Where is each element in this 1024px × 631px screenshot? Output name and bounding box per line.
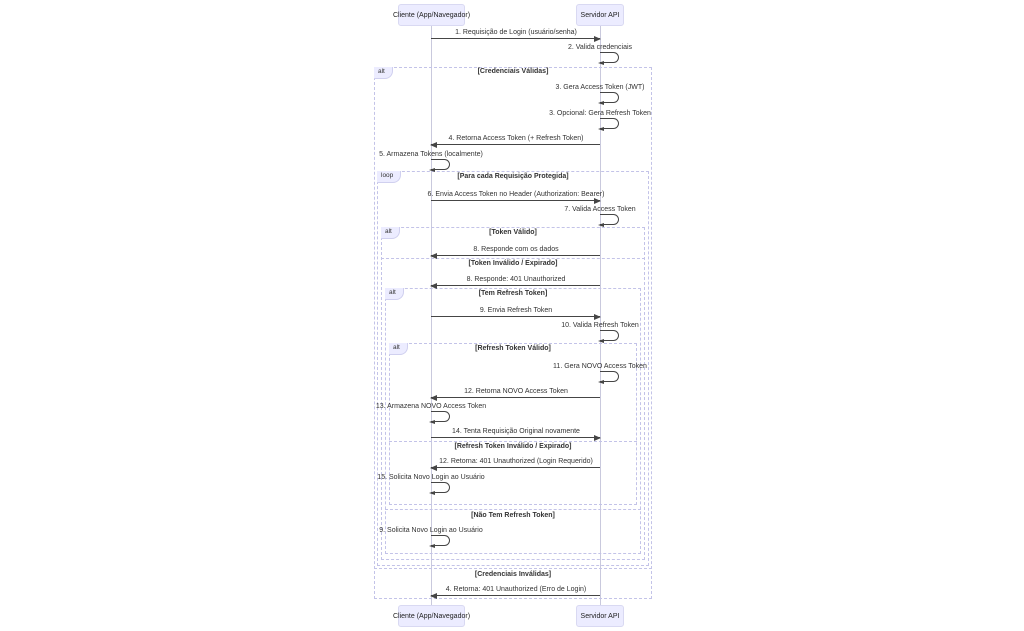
message-text: 8. Responde com os dados bbox=[473, 246, 559, 253]
message-text: 12. Retorna NOVO Access Token bbox=[464, 388, 568, 395]
self-message-loop bbox=[598, 118, 619, 131]
frame-alt-tem-refresh bbox=[385, 288, 641, 554]
frame-alt-tem-refresh-tab: alt bbox=[385, 288, 404, 300]
message-text: 1. Requisição de Login (usuário/senha) bbox=[455, 29, 577, 36]
participant-cliente-label: Cliente (App/Navegador) bbox=[392, 612, 471, 620]
frame-alt-credenciais-divider bbox=[374, 568, 652, 569]
message-text: 11. Gera NOVO Access Token bbox=[553, 363, 647, 370]
self-message-loop bbox=[598, 52, 619, 65]
participant-servidor-top: Servidor API bbox=[576, 4, 624, 26]
message-text: 10. Valida Refresh Token bbox=[561, 322, 639, 329]
message-text: 9. Envia Refresh Token bbox=[479, 307, 553, 314]
frame-alt-tem-refresh-section-0: [Tem Refresh Token] bbox=[478, 290, 548, 297]
message-text: 2. Valida credenciais bbox=[567, 44, 633, 51]
message-text: 8. Responde: 401 Unauthorized bbox=[466, 276, 566, 283]
self-message-loop bbox=[598, 371, 619, 384]
frame-alt-token-tab: alt bbox=[381, 227, 400, 239]
lifeline-cliente bbox=[431, 26, 432, 605]
self-message-loop bbox=[598, 214, 619, 227]
message-text: 3. Gera Access Token (JWT) bbox=[555, 84, 645, 91]
self-message-loop bbox=[429, 159, 450, 172]
frame-alt-refresh-valido-tab: alt bbox=[389, 343, 408, 355]
frame-loop-requisicao-section-0: [Para cada Requisição Protegida] bbox=[457, 173, 569, 180]
message-arrow-left bbox=[430, 252, 600, 259]
participant-cliente-top: Cliente (App/Navegador) bbox=[393, 4, 470, 26]
message-text: 13. Armazena NOVO Access Token bbox=[375, 403, 487, 410]
frame-alt-refresh-valido-section-1: [Refresh Token Inválido / Expirado] bbox=[454, 443, 572, 450]
message-text: 4. Retorna Access Token (+ Refresh Token… bbox=[448, 135, 584, 142]
self-message-loop bbox=[598, 330, 619, 343]
frame-alt-credenciais bbox=[374, 67, 652, 599]
message-text: 15. Solicita Novo Login ao Usuário bbox=[377, 474, 485, 481]
message-arrow-left bbox=[430, 282, 600, 289]
message-arrow-left bbox=[430, 592, 600, 599]
message-text: 5. Armazena Tokens (localmente) bbox=[379, 151, 483, 158]
message-text: 6. Envia Access Token no Header (Authori… bbox=[427, 191, 605, 198]
message-arrow-left bbox=[430, 141, 600, 148]
message-text: 9. Solicita Novo Login ao Usuário bbox=[379, 527, 483, 534]
message-text: 12. Retorna: 401 Unauthorized (Login Req… bbox=[439, 458, 593, 465]
message-arrow-right bbox=[431, 197, 601, 204]
participant-servidor-label: Servidor API bbox=[580, 612, 620, 620]
frame-alt-credenciais-tab: alt bbox=[374, 67, 393, 79]
message-text: 14. Tenta Requisição Original novamente bbox=[452, 428, 580, 435]
self-message-loop bbox=[429, 482, 450, 495]
participant-cliente-bottom: Cliente (App/Navegador) bbox=[393, 605, 470, 627]
message-arrow-left bbox=[430, 394, 600, 401]
participant-servidor-bottom: Servidor API bbox=[576, 605, 624, 627]
frame-alt-credenciais-section-0: [Credenciais Válidas] bbox=[477, 68, 549, 75]
frame-alt-token-section-0: [Token Válido] bbox=[489, 229, 537, 236]
frame-alt-refresh-valido-divider bbox=[389, 441, 637, 442]
frame-alt-refresh-valido-section-0: [Refresh Token Válido] bbox=[475, 345, 551, 352]
message-arrow-right bbox=[431, 313, 601, 320]
message-arrow-right bbox=[431, 35, 601, 42]
self-message-loop bbox=[429, 411, 450, 424]
frame-alt-tem-refresh-section-1: [Não Tem Refresh Token] bbox=[471, 512, 555, 519]
frame-alt-token-section-1: [Token Inválido / Expirado] bbox=[468, 260, 558, 267]
message-arrow-right bbox=[431, 434, 601, 441]
frame-alt-token-divider bbox=[381, 258, 645, 259]
participant-cliente-label: Cliente (App/Navegador) bbox=[392, 11, 471, 19]
self-message-loop bbox=[598, 92, 619, 105]
participant-servidor-label: Servidor API bbox=[580, 11, 620, 19]
self-message-loop bbox=[429, 535, 450, 548]
frame-loop-requisicao bbox=[377, 171, 649, 566]
frame-alt-refresh-valido bbox=[389, 343, 637, 505]
message-text: 7. Valida Access Token bbox=[564, 206, 636, 213]
message-arrow-left bbox=[430, 464, 600, 471]
message-text: 3. Opcional: Gera Refresh Token bbox=[549, 110, 651, 117]
frame-alt-credenciais-section-1: [Credenciais Inválidas] bbox=[474, 571, 552, 578]
message-text: 4. Retorna: 401 Unauthorized (Erro de Lo… bbox=[445, 586, 587, 593]
frame-alt-token bbox=[381, 227, 645, 560]
frame-alt-tem-refresh-divider bbox=[385, 509, 641, 510]
frame-loop-requisicao-tab: loop bbox=[377, 171, 402, 183]
